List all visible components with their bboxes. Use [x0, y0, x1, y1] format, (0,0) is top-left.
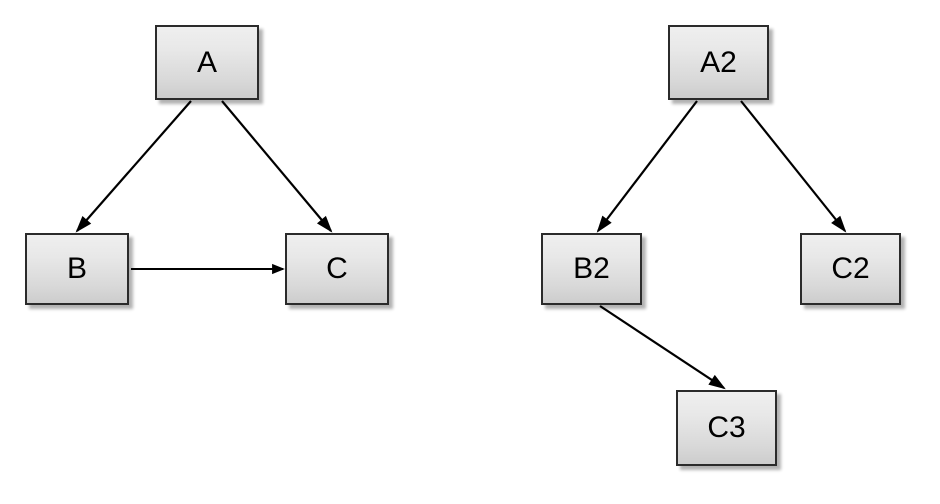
arrowhead-icon-a-c	[316, 215, 333, 233]
edge-a2-c2[interactable]	[740, 100, 846, 232]
node-label-a: A	[196, 45, 217, 79]
arrowhead-icon-b2-c3	[708, 374, 726, 390]
arrowhead-icon-a2-b2	[596, 215, 612, 233]
node-label-c: C	[326, 252, 348, 285]
arrowhead-icon-a2-c2	[831, 215, 847, 233]
node-label-a2: A2	[700, 45, 737, 79]
node-label-c2: C2	[831, 252, 870, 285]
node-c2[interactable]: C2	[800, 233, 901, 305]
edge-a-b[interactable]	[76, 100, 192, 232]
node-c[interactable]: C	[285, 233, 389, 305]
node-a2[interactable]: A2	[668, 25, 769, 100]
edge-b2-c3[interactable]	[599, 305, 725, 389]
node-b[interactable]: B	[25, 233, 129, 305]
node-c3[interactable]: C3	[676, 390, 777, 466]
arrowhead-icon-b-c	[272, 263, 285, 275]
edge-a-c[interactable]	[221, 100, 332, 232]
node-label-c3: C3	[707, 411, 746, 444]
edge-a2-b2[interactable]	[597, 100, 698, 232]
node-a[interactable]: A	[155, 25, 259, 100]
arrowhead-icon-a-b	[75, 215, 92, 233]
node-b2[interactable]: B2	[541, 233, 642, 305]
node-label-b: B	[66, 252, 87, 285]
node-label-b2: B2	[573, 252, 610, 285]
